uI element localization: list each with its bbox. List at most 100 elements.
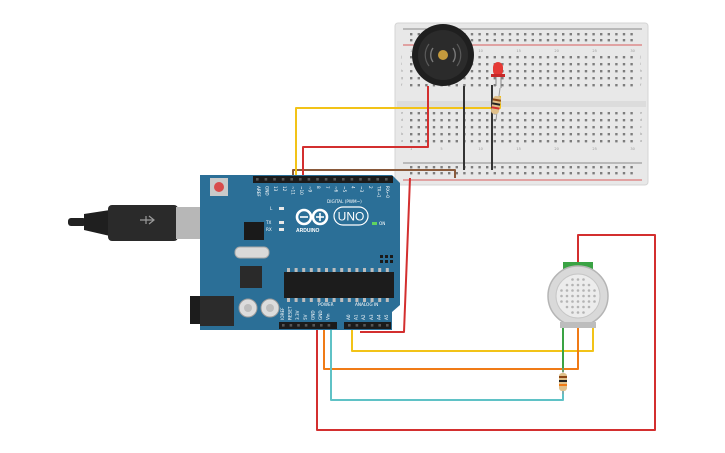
bb-hole (569, 70, 572, 73)
bb-hole (463, 77, 466, 80)
bb-hole (607, 112, 610, 115)
analog-pin[interactable] (348, 324, 351, 327)
bb-hole (622, 126, 626, 129)
power-pin[interactable] (297, 324, 300, 327)
gas-sensor[interactable] (547, 262, 609, 328)
bb-hole (486, 77, 489, 80)
bb-hole (584, 70, 588, 73)
analog-pin[interactable] (370, 324, 374, 327)
bb-hole (546, 112, 550, 115)
sensor-resistor[interactable] (559, 368, 567, 394)
bb-hole (554, 112, 557, 115)
usb-symbol-icon (140, 215, 155, 225)
bb-hole (622, 70, 626, 73)
digital-pin-label: 7 (325, 186, 330, 189)
rail-hole (501, 33, 504, 36)
row-letter: h (401, 69, 403, 73)
bb-hole (531, 84, 534, 87)
digital-pin[interactable] (324, 178, 328, 181)
rail-hole (607, 172, 610, 175)
digital-pin[interactable] (307, 178, 311, 181)
power-pin[interactable] (304, 324, 308, 327)
wire-red-sensor-vcc[interactable] (316, 234, 656, 431)
bb-hole (470, 119, 474, 122)
wire-yellow-a0[interactable] (351, 325, 594, 352)
wire-orange-gnd[interactable] (323, 325, 579, 370)
piezo-buzzer[interactable] (412, 24, 474, 86)
bb-hole (546, 56, 550, 59)
digital-pin[interactable] (273, 178, 276, 181)
digital-pin[interactable] (256, 178, 259, 181)
digital-pin-label: 2 (368, 186, 373, 189)
bb-hole (516, 84, 519, 87)
bb-hole (569, 63, 572, 66)
rail-hole (562, 172, 565, 175)
power-pin[interactable] (289, 324, 293, 327)
analog-pin[interactable] (386, 324, 389, 327)
rail-hole (615, 166, 618, 169)
bb-hole (531, 112, 534, 115)
digital-pin[interactable] (342, 178, 345, 181)
analog-pin-label: A2 (361, 314, 366, 320)
rail-hole (470, 166, 474, 169)
digital-pin[interactable] (281, 178, 285, 181)
bb-hole (562, 77, 565, 80)
power-jack (190, 296, 202, 324)
analog-pin[interactable] (363, 324, 366, 327)
digital-pin[interactable] (376, 178, 379, 181)
rail-hole (470, 33, 474, 36)
analog-pin[interactable] (378, 324, 381, 327)
rail-hole (577, 39, 580, 42)
digital-pin[interactable] (290, 178, 293, 181)
bb-hole (630, 140, 633, 143)
digital-pin[interactable] (350, 178, 354, 181)
power-pin[interactable] (282, 324, 285, 327)
digital-pin[interactable] (299, 178, 302, 181)
power-pin[interactable] (327, 324, 331, 327)
digital-pin[interactable] (264, 178, 268, 181)
analog-pin[interactable] (355, 324, 359, 327)
led-resistor[interactable] (490, 87, 502, 121)
digital-pin[interactable] (359, 178, 362, 181)
bb-hole (531, 77, 534, 80)
bb-hole (410, 70, 413, 73)
digital-pin[interactable] (333, 178, 336, 181)
bb-hole (539, 133, 542, 136)
bb-hole (455, 140, 458, 143)
rail-hole (417, 33, 420, 36)
bb-hole (478, 63, 481, 66)
bb-hole (607, 70, 610, 73)
bb-hole (577, 133, 580, 136)
bb-hole (539, 56, 542, 59)
bb-hole (524, 70, 527, 73)
wire-red-buzzer[interactable] (302, 86, 429, 180)
row-letter: i (640, 62, 641, 66)
power-pin[interactable] (320, 324, 323, 327)
rail-hole (600, 33, 603, 36)
row-letter: j (400, 55, 402, 59)
bb-hole (516, 70, 519, 73)
row-letter: c (640, 125, 642, 129)
rail-hole (577, 166, 580, 169)
rail-hole (470, 39, 474, 42)
digital-pin[interactable] (367, 178, 371, 181)
rail-hole (539, 39, 542, 42)
red-led[interactable] (491, 62, 505, 88)
bb-hole (531, 56, 534, 59)
rail-hole (622, 39, 626, 42)
digital-pin[interactable] (385, 178, 388, 181)
rail-hole (410, 39, 413, 42)
bb-hole (508, 63, 512, 66)
bb-hole (455, 112, 458, 115)
bb-hole (493, 119, 496, 122)
rail-hole (546, 33, 550, 36)
digital-pin[interactable] (316, 178, 319, 181)
power-pin[interactable] (312, 324, 315, 327)
wire-red-5v[interactable] (360, 177, 411, 333)
bb-hole (615, 133, 618, 136)
wire-cyan-gnd[interactable] (330, 325, 564, 401)
rail-hole (584, 39, 588, 42)
bb-hole (478, 77, 481, 80)
